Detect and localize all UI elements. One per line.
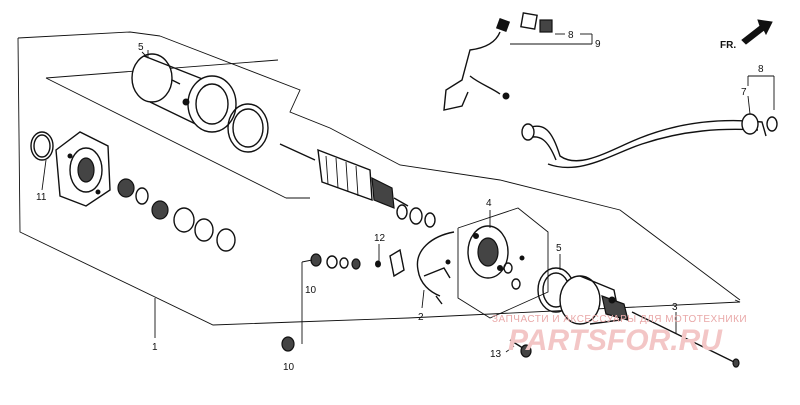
- callout-4: 4: [486, 198, 492, 209]
- callout-8-right: 8: [758, 64, 764, 75]
- callout-1: 1: [152, 342, 158, 353]
- callout-5-top: 5: [138, 42, 144, 53]
- brush-holder: [467, 225, 525, 290]
- front-cover: [55, 131, 111, 207]
- callout-bracket-9: [510, 33, 593, 45]
- leader-lines: [41, 51, 751, 353]
- direction-label: FR.: [720, 40, 736, 51]
- rear-housing: [559, 275, 629, 325]
- yoke-housing: [131, 50, 237, 133]
- nut-and-washers: [310, 248, 405, 278]
- long-bolt: [631, 311, 740, 368]
- starter-cable-top: [443, 12, 553, 111]
- nut-lower: [281, 336, 295, 352]
- armature: [279, 143, 409, 209]
- watermark-tagline: ЗАПЧАСТИ И АКСЕССУАРЫ ДЛЯ МОТОТЕХНИКИ: [492, 314, 747, 325]
- battery-cable-right: [521, 113, 778, 169]
- front-washer-stack: [117, 178, 236, 252]
- callout-7: 7: [741, 87, 747, 98]
- callout-13: 13: [490, 349, 502, 360]
- armature-washers: [396, 204, 436, 228]
- callout-bracket-8: [747, 75, 775, 110]
- callout-12: 12: [374, 233, 386, 244]
- bolt-13: [509, 339, 532, 358]
- callout-8-top: 8: [568, 30, 574, 41]
- callout-9: 9: [595, 39, 601, 50]
- callout-10-lower: 10: [283, 362, 295, 373]
- brush-holder-boundary: [457, 207, 549, 319]
- watermark-brand: PARTSFOR.RU: [508, 324, 723, 357]
- brush-plate: [416, 231, 455, 305]
- callout-10-upper: 10: [305, 285, 317, 296]
- callout-2: 2: [418, 312, 424, 323]
- front-direction-arrow: FR.: [720, 19, 773, 51]
- callout-labels: 5 11 1 10 10 12 2 4 5 3 13 8 9 8 7: [36, 30, 764, 373]
- o-ring-large: [227, 103, 269, 153]
- assembly-boundary: [17, 31, 741, 326]
- callout-11: 11: [36, 192, 47, 203]
- callout-5-lower: 5: [556, 243, 562, 254]
- callout-3: 3: [672, 302, 678, 313]
- o-ring-small: [30, 131, 54, 161]
- watermark: ЗАПЧАСТИ И АКСЕССУАРЫ ДЛЯ МОТОТЕХНИКИ PA…: [492, 314, 747, 357]
